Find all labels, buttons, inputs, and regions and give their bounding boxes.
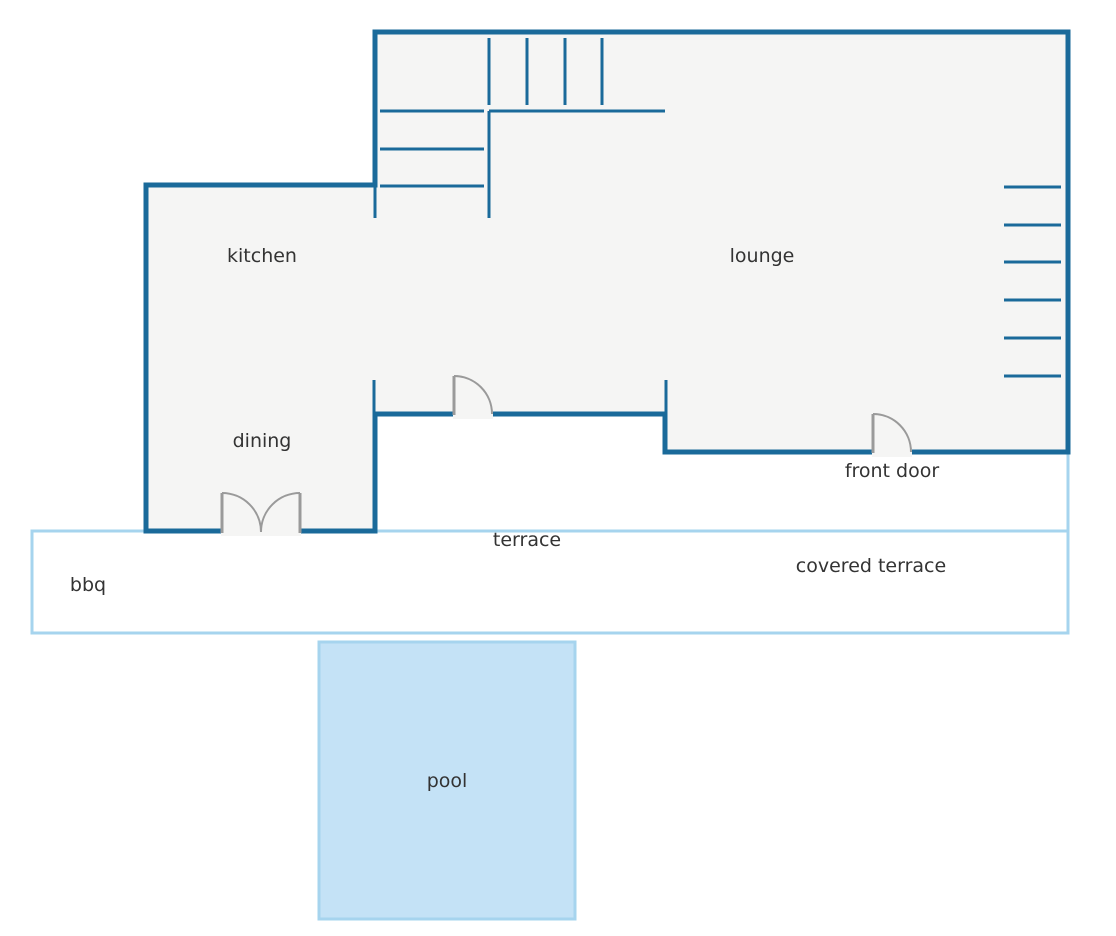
stairs: [380, 38, 665, 218]
dining-double-door-icon: [220, 492, 302, 536]
dining-label: dining: [233, 430, 292, 452]
front-door-label: front door: [845, 460, 940, 482]
lounge-label: lounge: [730, 245, 795, 267]
pool-label: pool: [427, 770, 468, 792]
pool: [317, 640, 577, 921]
house-outer-wall: [143, 29, 1071, 534]
bbq-label: bbq: [70, 574, 106, 596]
terrace-door-icon: [452, 375, 493, 419]
covered-terrace-label: covered terrace: [796, 555, 946, 577]
terrace-area: [30, 529, 1070, 635]
kitchen-label: kitchen: [227, 245, 297, 267]
terrace-label: terrace: [493, 529, 561, 551]
lounge-shelves: [1004, 185, 1061, 378]
front-door-icon: [871, 413, 912, 457]
